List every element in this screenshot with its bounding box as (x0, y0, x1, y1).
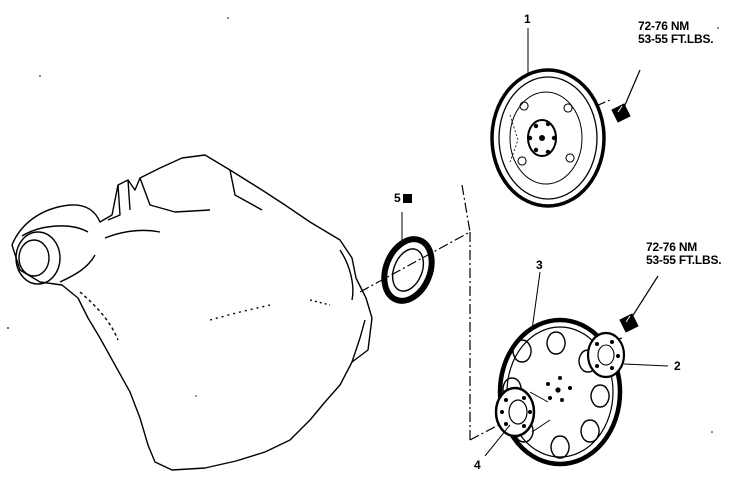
print-specks (7, 17, 719, 433)
part-label-1: 1 (524, 12, 531, 26)
flexplate-bolt-lower (619, 275, 659, 333)
flywheel-bolt-upper (611, 69, 641, 123)
spacer-front (494, 386, 551, 438)
torque-callout-bottom: 72-76 NM 53-55 FT.LBS. (646, 240, 722, 267)
torque-bottom-ftlbs: 53-55 FT.LBS. (646, 253, 722, 267)
torque-bottom-nm: 72-76 NM (646, 240, 698, 254)
torque-top-nm: 72-76 NM (638, 19, 690, 33)
part-label-3: 3 (536, 258, 543, 272)
part-label-2: 2 (674, 359, 681, 373)
torque-top-ftlbs: 53-55 FT.LBS. (638, 32, 714, 46)
leader-part3 (531, 271, 541, 331)
leader-part4 (484, 424, 511, 457)
square-marker-icon (402, 194, 412, 203)
part-label-4: 4 (474, 458, 481, 472)
flywheel-upper (490, 68, 606, 208)
leader-part2 (623, 363, 669, 367)
rear-main-seal (381, 236, 435, 304)
engine-block (11, 154, 373, 471)
part-label-5: 5 (394, 191, 401, 205)
torque-callout-top: 72-76 NM 53-55 FT.LBS. (638, 19, 714, 46)
spacer-rear (586, 331, 626, 379)
assembly-centerline (359, 99, 623, 441)
part-label-5-group: 5 (394, 191, 412, 205)
